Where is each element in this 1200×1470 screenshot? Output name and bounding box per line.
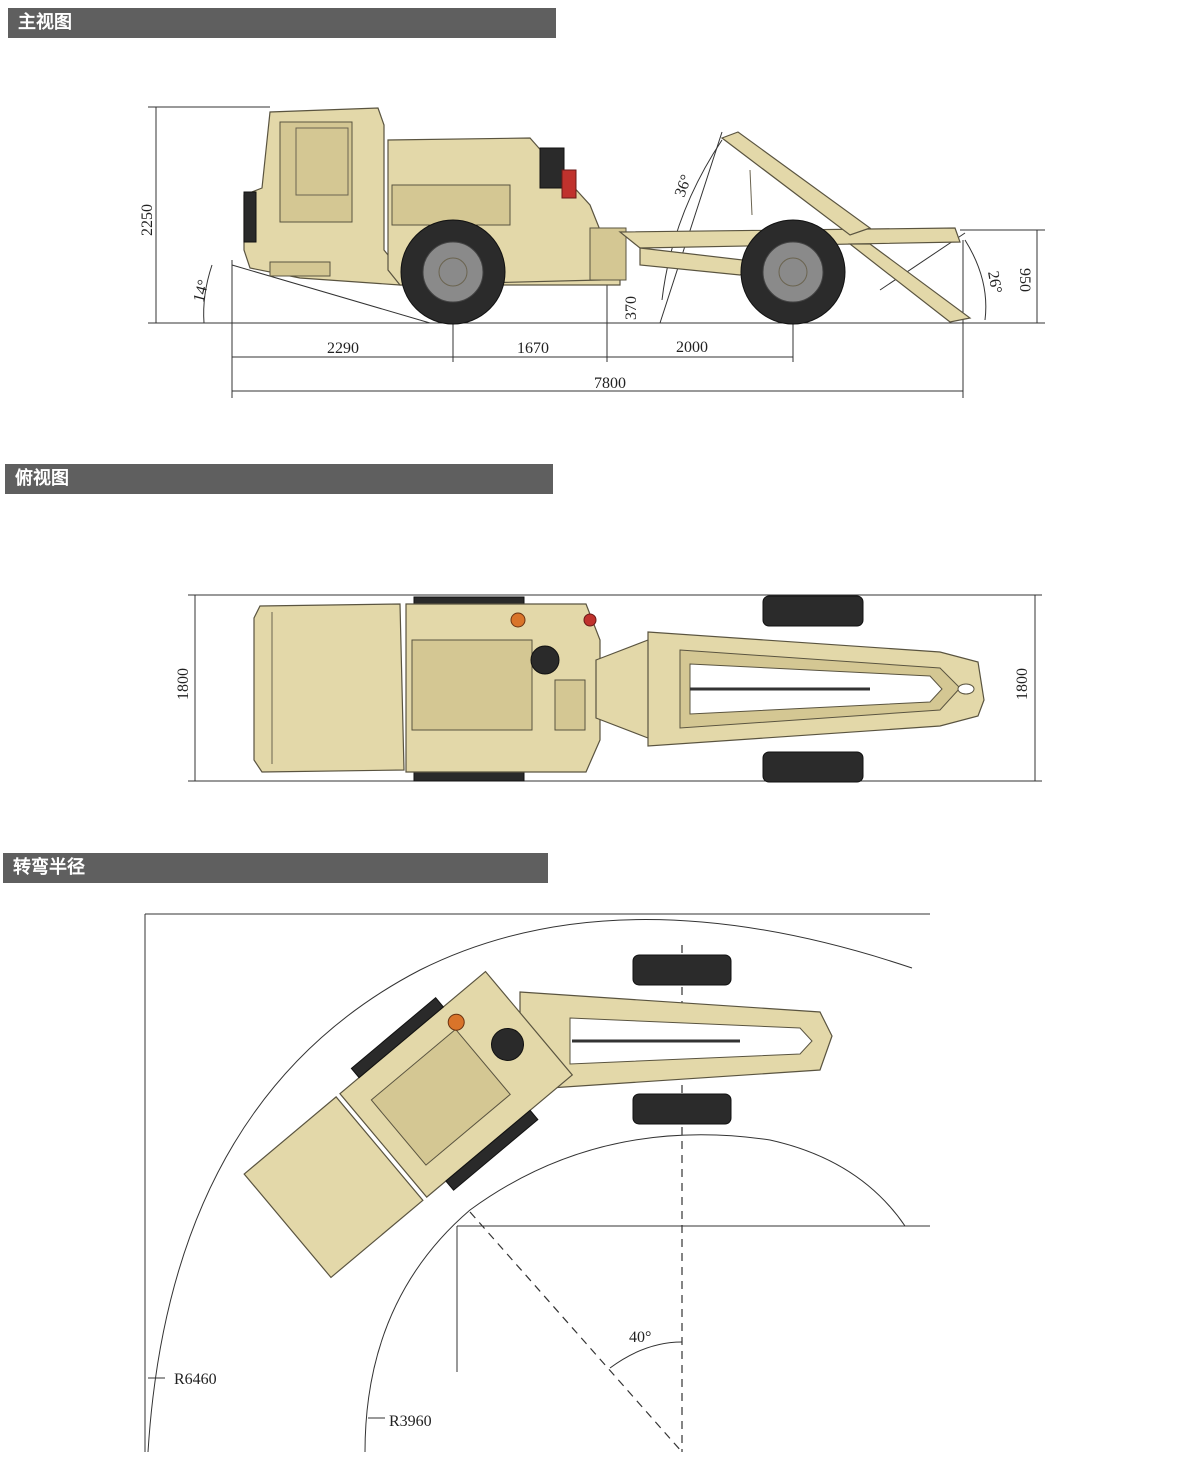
- section-header-top-view: 俯视图: [5, 464, 553, 494]
- section-title: 俯视图: [15, 468, 69, 489]
- dim-inner-radius: R3960: [389, 1413, 432, 1430]
- outer-radius-arc: [147, 919, 913, 1453]
- dim-angle-front: 14°: [190, 278, 212, 304]
- section-header-front-view: 主视图: [8, 8, 556, 38]
- dim-turn-angle: 40°: [629, 1329, 651, 1346]
- side-view-drawing: 2250 14° 36° 26° 370 950 2290 1670 2000 …: [139, 106, 1045, 398]
- dim-len-front: 2290: [327, 340, 359, 357]
- dim-height-total: 2250: [139, 204, 156, 236]
- dim-angle-rear: 26°: [984, 270, 1005, 295]
- turning-radius-drawing: R6460 R3960 40°: [144, 913, 930, 1453]
- top-view-drawing: 1800 1800: [175, 594, 1042, 783]
- turning-tractor: [243, 970, 574, 1279]
- boom-arm: [720, 131, 872, 236]
- dim-angle-boom: 36°: [672, 172, 696, 199]
- front-wheel: [400, 219, 506, 325]
- dim-width-left: 1800: [175, 668, 192, 700]
- dim-len-total: 7800: [594, 375, 626, 392]
- dim-len-wheelbase: 1670: [517, 340, 549, 357]
- tractor-cab-top: [253, 603, 405, 773]
- dim-ground-clearance: 370: [623, 296, 640, 320]
- section-header-turning-radius: 转弯半径: [3, 853, 548, 883]
- dim-rear-height: 950: [1016, 268, 1033, 292]
- section-title: 转弯半径: [13, 857, 85, 878]
- rear-wheel: [740, 219, 846, 325]
- section-title: 主视图: [18, 12, 72, 33]
- dim-outer-radius: R6460: [174, 1371, 217, 1388]
- dim-len-rear: 2000: [676, 339, 708, 356]
- dim-width-right: 1800: [1014, 668, 1031, 700]
- inner-radius-arc: [364, 1134, 906, 1453]
